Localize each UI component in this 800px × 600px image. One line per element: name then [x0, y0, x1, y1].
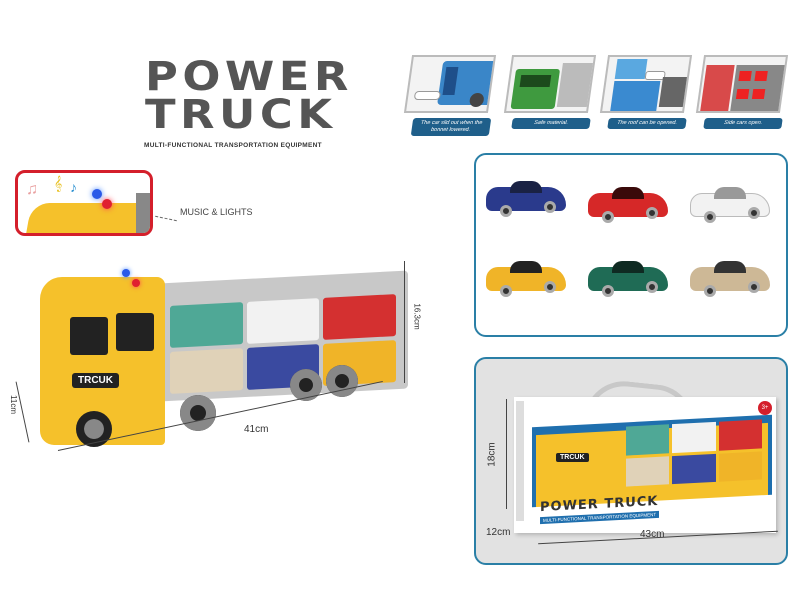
car-green — [588, 259, 668, 301]
wheel — [76, 411, 112, 447]
treble-clef-icon: 𝄞 — [54, 175, 63, 191]
cars-panel — [474, 153, 788, 337]
cab-window — [116, 313, 154, 351]
car-yellow — [486, 259, 566, 301]
wheel — [180, 395, 216, 431]
feature-side-cars: Side cars open. — [695, 55, 789, 129]
feature-image — [695, 55, 789, 113]
blue-light-icon — [92, 189, 102, 199]
music-lights-label: MUSIC & LIGHTS — [180, 207, 253, 217]
car-beige — [690, 259, 770, 301]
music-note-icon: ♫ — [26, 181, 38, 198]
callout-arrow — [155, 215, 177, 222]
cab-label: TRCUK — [72, 373, 119, 388]
age-badge: 3+ — [758, 401, 772, 415]
feature-image — [599, 55, 693, 113]
music-lights-callout: ♫ 𝄞 ♪ — [15, 170, 153, 236]
cab-window — [70, 317, 108, 355]
title-line-1: POWER — [145, 54, 353, 100]
blue-light-icon — [122, 269, 130, 277]
package-panel: TRCUK POWER TRUCK MULTI-FUNCTIONAL TRANS… — [474, 357, 788, 565]
title-line-2: TRUCK — [145, 92, 337, 138]
feature-caption: The roof can be opened. — [607, 118, 687, 129]
height-dimension-line — [506, 399, 507, 509]
truck-roof-closeup — [24, 203, 150, 233]
car-red — [588, 185, 668, 227]
feature-caption: Side cars open. — [703, 118, 783, 129]
red-light-icon — [132, 279, 140, 287]
length-label: 41cm — [244, 424, 269, 435]
wheel — [326, 365, 358, 397]
feature-slide-out: The car slid out when the bonnet lowered… — [403, 55, 497, 136]
feature-caption: Safe material. — [511, 118, 591, 129]
car-white — [690, 185, 770, 227]
red-light-icon — [102, 199, 112, 209]
height-dimension-line — [404, 261, 405, 383]
feature-caption: The car slid out when the bonnet lowered… — [410, 118, 492, 136]
car-blue — [486, 179, 566, 221]
package-depth-label: 12cm — [486, 527, 511, 538]
height-label: 16.3cm — [412, 303, 422, 330]
wheel — [290, 369, 322, 401]
package-height-label: 18cm — [486, 442, 498, 467]
width-label: 11cm — [8, 395, 18, 414]
package-length-label: 43cm — [640, 529, 665, 540]
package-box: TRCUK POWER TRUCK MULTI-FUNCTIONAL TRANS… — [514, 397, 776, 533]
feature-roof-opens: The roof can be opened. — [599, 55, 693, 129]
feature-image — [503, 55, 597, 113]
music-note-icon: ♪ — [70, 179, 77, 195]
product-subtitle: MULTI-FUNCTIONAL TRANSPORTATION EQUIPMEN… — [144, 142, 322, 149]
package-cab-label: TRCUK — [556, 453, 589, 462]
feature-safe-material: Safe material. — [503, 55, 597, 129]
product-title: POWER TRUCK — [145, 57, 348, 135]
main-truck-image: TRCUK — [15, 255, 420, 475]
feature-image — [403, 55, 497, 113]
feature-strip: The car slid out when the bonnet lowered… — [403, 55, 798, 136]
trailer-compartments — [170, 294, 396, 394]
